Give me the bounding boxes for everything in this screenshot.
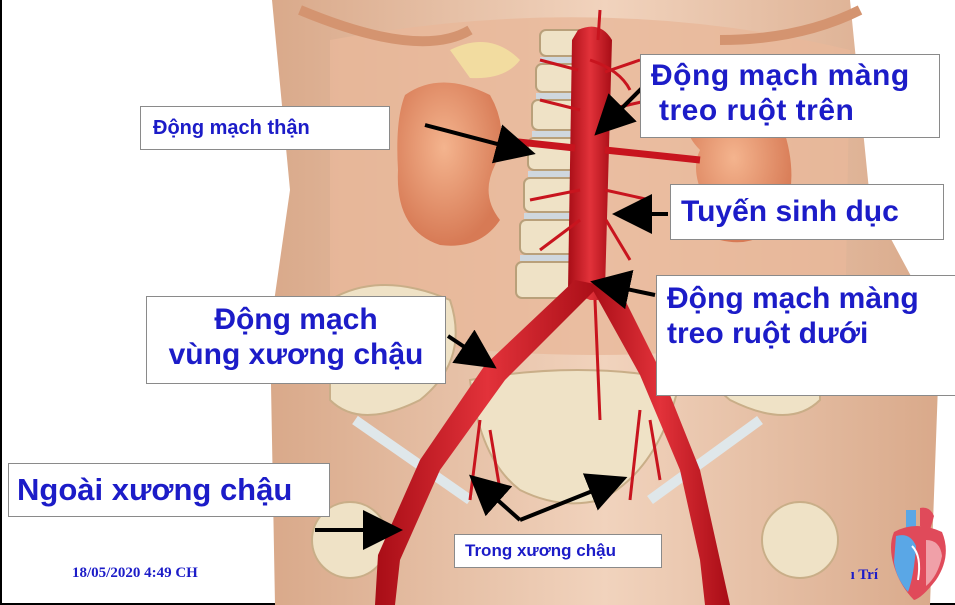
label-superior-mesenteric-line2: treo ruột trên [651,94,939,129]
heart-anatomy-icon [886,506,954,602]
label-superior-mesenteric-line1: Động mạch màng [651,59,939,94]
label-inferior-mesenteric-line1: Động mạch màng [667,282,955,317]
label-external-iliac-text: Ngoài xương chậu [17,472,292,507]
label-inferior-mesenteric-line2: treo ruột dưới [667,317,955,352]
label-superior-mesenteric-artery: Động mạch màng treo ruột trên [640,54,940,138]
label-external-iliac-artery: Ngoài xương chậu [8,463,330,517]
label-common-iliac-line2: vùng xương chậu [147,338,445,373]
label-renal-artery: Động mạch thận [140,106,390,150]
label-renal-artery-text: Động mạch thận [153,117,310,139]
footer-author: ı Trí [818,567,878,584]
label-internal-iliac-text: Trong xương chậu [465,541,616,560]
label-common-iliac-line1: Động mạch [147,303,445,338]
label-internal-iliac-artery: Trong xương chậu [454,534,662,568]
label-inferior-mesenteric-artery: Động mạch màng treo ruột dưới [656,275,955,396]
label-gonadal-text: Tuyến sinh dục [681,195,899,228]
label-common-iliac-artery: Động mạch vùng xương chậu [146,296,446,384]
slide-border [0,0,2,605]
label-gonadal-artery: Tuyến sinh dục [670,184,944,240]
footer-date: 18/05/2020 4:49 CH [72,565,198,582]
